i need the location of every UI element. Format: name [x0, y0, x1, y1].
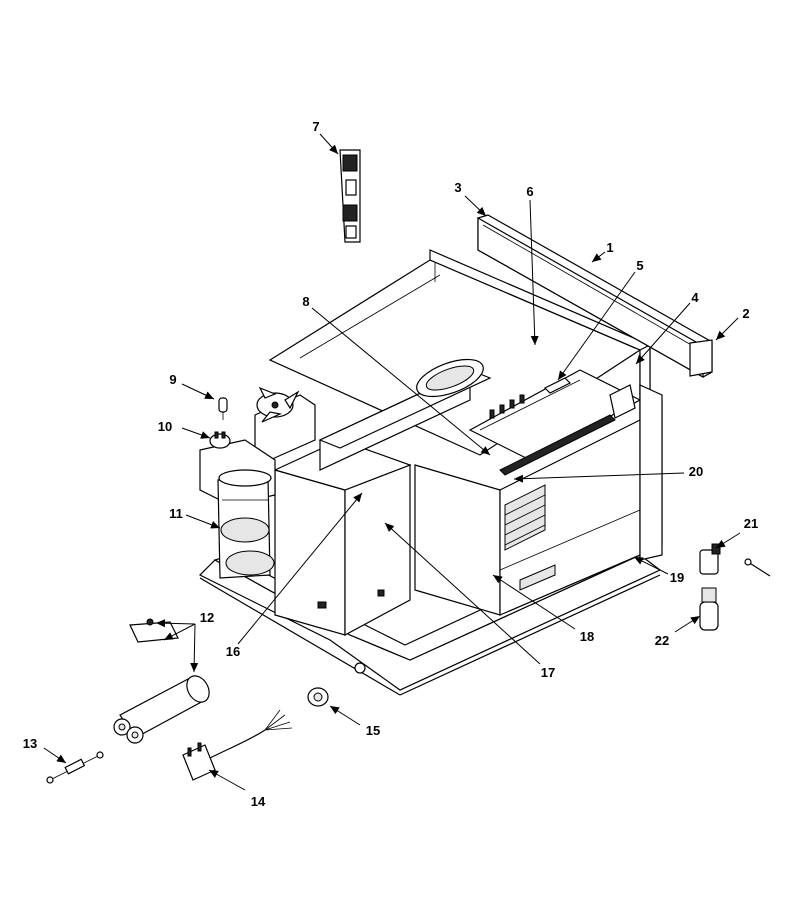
callout-19: 19	[670, 570, 684, 585]
grommet	[307, 687, 329, 707]
callout-14: 14	[251, 794, 266, 809]
callout-2: 2	[742, 306, 749, 321]
callout-11: 11	[169, 506, 183, 521]
latch-assembly	[339, 149, 361, 243]
callout-7: 7	[312, 119, 319, 134]
callout-20: 20	[689, 464, 703, 479]
callout-5: 5	[636, 258, 643, 273]
hv-diode	[46, 751, 104, 784]
callout-21: 21	[744, 516, 758, 531]
callout-labels: 1 2 3 4 5 6 7 8 9 10 11 12 13 14 15 16 1…	[23, 119, 758, 809]
lamp-screw	[744, 558, 771, 577]
callout-16: 16	[226, 644, 240, 659]
callout-1: 1	[606, 240, 613, 255]
vent-grille	[504, 484, 546, 551]
capacitor	[113, 675, 210, 744]
callout-10: 10	[158, 419, 172, 434]
front-panel-trim	[477, 214, 713, 379]
callout-17: 17	[541, 665, 555, 680]
control-board	[468, 369, 642, 476]
callout-9: 9	[169, 372, 176, 387]
callout-6: 6	[526, 184, 533, 199]
callout-12: 12	[200, 610, 214, 625]
transformer	[199, 439, 276, 579]
lamp-socket	[699, 543, 721, 575]
callout-8: 8	[302, 294, 309, 309]
callout-13: 13	[23, 736, 37, 751]
callout-22: 22	[655, 633, 669, 648]
thermostat	[209, 431, 231, 449]
lamp	[699, 587, 719, 631]
callout-18: 18	[580, 629, 594, 644]
callout-4: 4	[691, 290, 699, 305]
vent-grille-lower	[519, 564, 556, 591]
fan-motor	[254, 386, 316, 461]
side-cover	[639, 384, 663, 561]
capacitor-bracket	[129, 618, 179, 643]
leader-lines	[43, 133, 741, 791]
power-cord	[182, 709, 293, 781]
callout-3: 3	[454, 180, 461, 195]
thermal-fuse	[218, 397, 228, 420]
callout-15: 15	[366, 723, 380, 738]
